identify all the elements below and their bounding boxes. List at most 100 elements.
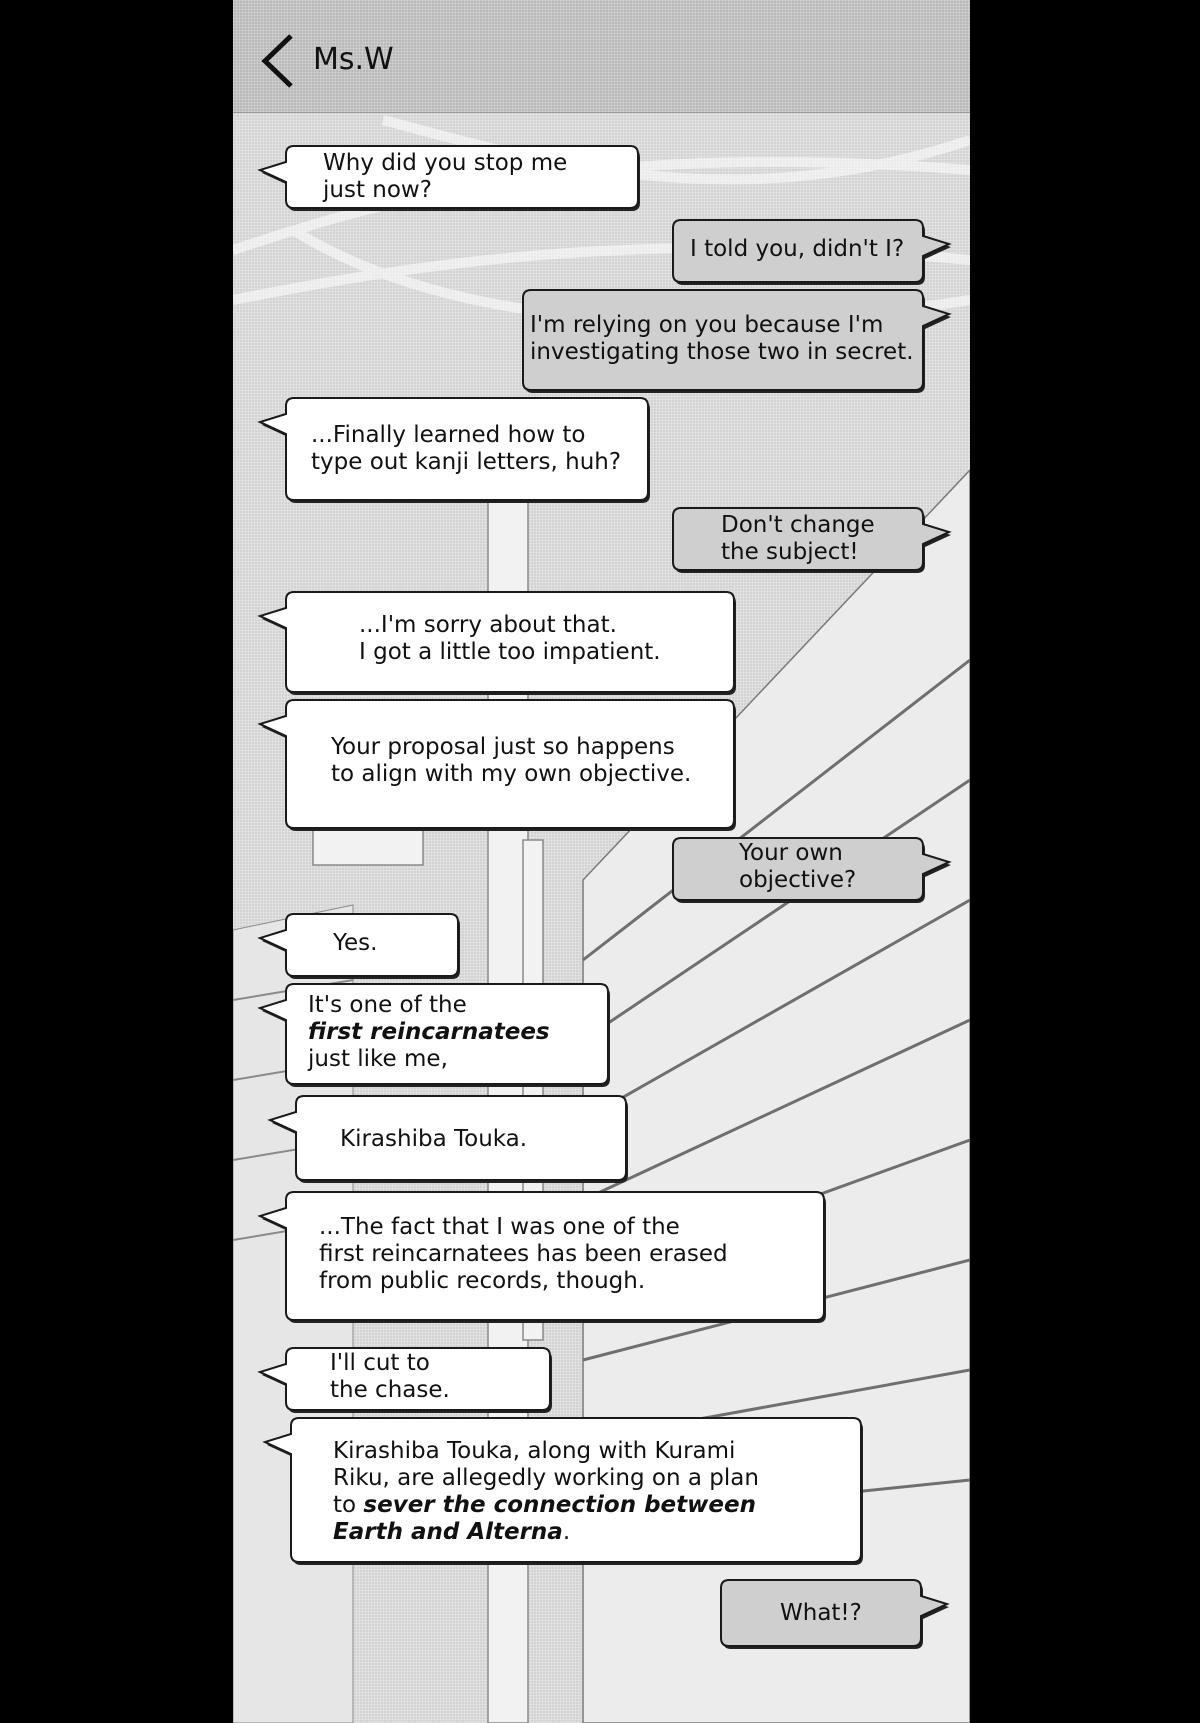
chevron-left-icon[interactable] [259, 32, 299, 90]
line-text: I got a little too impatient. [359, 639, 661, 665]
speech-bubble-shape [257, 1191, 826, 1323]
message-line: Yes. [333, 930, 377, 957]
message-line: investigating those two in secret. [530, 339, 914, 366]
message-line: Earth and Alterna. [333, 1519, 759, 1546]
line-text: objective? [739, 867, 857, 893]
message-text: ...I'm sorry about that.I got a little t… [359, 612, 661, 666]
line-text: the subject! [721, 539, 859, 565]
speech-bubble-shape [257, 397, 650, 503]
speech-bubble-shape [257, 913, 460, 979]
message-line: What!? [780, 1600, 862, 1627]
line-text: Why did you stop me [323, 150, 568, 176]
message-line: Why did you stop me [323, 150, 567, 177]
message-line: Kirashiba Touka. [340, 1126, 527, 1153]
message-line: I'm relying on you because I'm [530, 312, 914, 339]
speech-bubble-shape [672, 837, 952, 903]
message-text: What!? [780, 1600, 862, 1627]
line-text: . [562, 1519, 571, 1545]
line-text: Kirashiba Touka, along with Kurami [333, 1438, 736, 1464]
line-text: I told you, didn't I? [690, 236, 905, 262]
line-text: What!? [780, 1600, 862, 1626]
emphasis-text: first reincarnatees [308, 1019, 550, 1045]
line-text: from public records, though. [319, 1268, 646, 1294]
line-text: ...I'm sorry about that. [359, 612, 617, 638]
message-line: ...Finally learned how to [311, 422, 621, 449]
message-line: Riku, are allegedly working on a plan [333, 1465, 759, 1492]
incoming-message: Kirashiba Touka. [267, 1095, 628, 1183]
line-text: Yes. [333, 930, 378, 956]
contact-name: Ms.W [313, 42, 394, 77]
message-line: from public records, though. [319, 1268, 728, 1295]
line-text: just now? [323, 177, 432, 203]
emphasis-text: sever the connection between [363, 1492, 756, 1518]
line-text: investigating those two in secret. [530, 339, 914, 365]
line-text: ...The fact that I was one of the [319, 1214, 680, 1240]
line-text: Kirashiba Touka. [340, 1126, 528, 1152]
line-text: to align with my own objective. [331, 761, 692, 787]
speech-bubble-shape [672, 219, 952, 285]
line-text: Don't change [721, 512, 875, 538]
message-text: Kirashiba Touka. [340, 1126, 527, 1153]
line-text: I'll cut to [330, 1350, 430, 1376]
speech-bubble-shape [262, 1417, 863, 1565]
message-line: ...The fact that I was one of the [319, 1214, 728, 1241]
line-text: first reincarnatees has been erased [319, 1241, 728, 1267]
line-text: ...Finally learned how to [311, 422, 586, 448]
message-line: first reincarnatees [308, 1019, 550, 1046]
message-line: It's one of the [308, 992, 550, 1019]
speech-bubble-shape [720, 1579, 950, 1649]
message-line: to align with my own objective. [331, 761, 691, 788]
message-text: I told you, didn't I? [690, 236, 904, 263]
message-line: I got a little too impatient. [359, 639, 661, 666]
outgoing-message: What!? [720, 1579, 950, 1649]
message-text: Yes. [333, 930, 377, 957]
message-line: the subject! [721, 539, 875, 566]
message-line: just like me, [308, 1046, 550, 1073]
line-text: just like me, [308, 1046, 448, 1072]
line-text: the chase. [330, 1377, 450, 1403]
speech-bubble-shape [257, 983, 610, 1087]
chat-header: Ms.W [233, 0, 970, 113]
message-line: Your own [739, 840, 856, 867]
speech-bubble-shape [257, 145, 640, 211]
line-text: I'm relying on you because I'm [530, 312, 884, 338]
line-text: Your own [739, 840, 843, 866]
incoming-message: ...I'm sorry about that.I got a little t… [257, 591, 736, 695]
message-line: type out kanji letters, huh? [311, 449, 621, 476]
line-text: It's one of the [308, 992, 467, 1018]
emphasis-text: Earth and Alterna [333, 1519, 563, 1545]
message-line: objective? [739, 867, 856, 894]
message-line: just now? [323, 177, 567, 204]
message-line: ...I'm sorry about that. [359, 612, 661, 639]
message-line: to sever the connection between [333, 1492, 759, 1519]
message-line: Kirashiba Touka, along with Kurami [333, 1438, 759, 1465]
message-line: Don't change [721, 512, 875, 539]
line-text: type out kanji letters, huh? [311, 449, 622, 475]
speech-bubble-shape [257, 1347, 552, 1413]
speech-bubble-shape [257, 591, 736, 695]
speech-bubble-shape [257, 699, 736, 831]
message-line: Your proposal just so happens [331, 734, 691, 761]
line-text: Your proposal just so happens [331, 734, 675, 760]
line-text: to [333, 1492, 364, 1518]
message-line: the chase. [330, 1377, 450, 1404]
